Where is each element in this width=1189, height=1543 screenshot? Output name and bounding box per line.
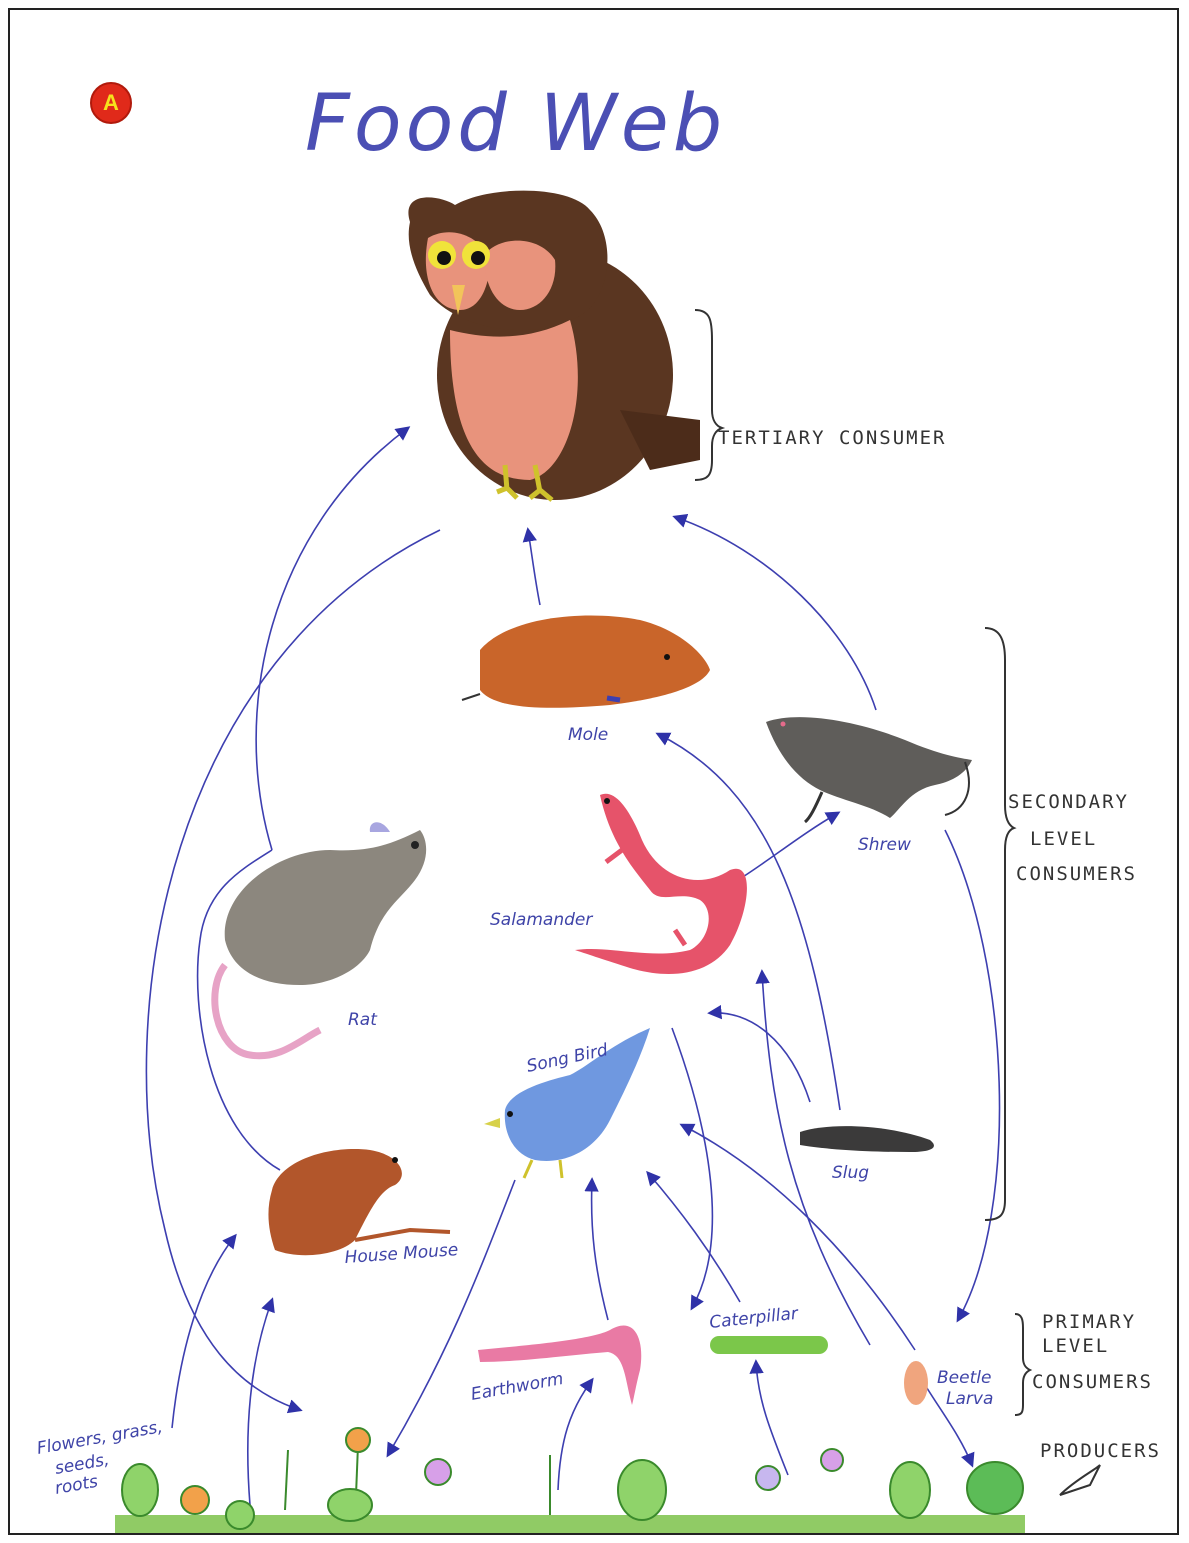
plant-illustrations	[122, 1428, 1100, 1529]
arrow-caterpillar-from-salamander	[672, 1028, 712, 1308]
shrew-illustration	[766, 717, 972, 822]
label-tertiary-consumer: TERTIARY CONSUMER	[718, 427, 946, 449]
arrow-mole-to-owl	[528, 530, 540, 605]
diagram-frame: A Food Web	[8, 8, 1179, 1535]
label-salamander: Salamander	[490, 910, 593, 930]
label-caterpillar: Caterpillar	[708, 1304, 799, 1333]
arrow-salamander-to-shrew	[738, 813, 838, 880]
arrow-slug-to-mole	[658, 734, 840, 1110]
label-mole: Mole	[568, 725, 608, 745]
arrow-plants-to-mouse-2	[248, 1300, 272, 1505]
arrow-beetle-to-salamander	[762, 972, 870, 1345]
label-rat: Rat	[348, 1010, 378, 1030]
arrow-songbird-to-ground	[388, 1180, 515, 1455]
label-primary-line3: CONSUMERS	[1032, 1371, 1153, 1393]
label-primary-line2: LEVEL	[1042, 1335, 1109, 1357]
bracket-primary	[1015, 1314, 1030, 1415]
label-house-mouse: House Mouse	[344, 1240, 459, 1268]
arrow-slug-to-salamander	[710, 1013, 810, 1102]
label-primary-line1: PRIMARY	[1042, 1311, 1136, 1333]
food-web-diagram: Food Web	[10, 10, 1179, 1535]
house-mouse-illustration	[268, 1149, 450, 1255]
arrow-caterpillar-to-bird	[648, 1173, 740, 1302]
owl-illustration	[408, 191, 700, 500]
label-beetle-larva-line1: Beetle	[937, 1368, 991, 1388]
label-beetle-larva-line2: Larva	[946, 1389, 993, 1409]
mole-illustration	[462, 615, 710, 707]
slug-illustration	[800, 1126, 934, 1152]
label-earthworm: Earthworm	[469, 1369, 565, 1405]
label-secondary-line3: CONSUMERS	[1016, 863, 1137, 885]
level-brackets	[695, 310, 1030, 1415]
arrow-rat-to-owl	[256, 428, 408, 850]
arrow-plants-to-earthworm	[558, 1380, 592, 1490]
label-secondary-line2: LEVEL	[1030, 828, 1097, 850]
caterpillar-illustration	[710, 1336, 828, 1354]
arrow-earthworm-to-bird	[592, 1180, 608, 1320]
arrow-shrew-to-owl	[675, 517, 876, 710]
rat-illustration	[215, 822, 426, 1056]
arrow-shrew-to-beetle	[945, 830, 1000, 1320]
label-slug: Slug	[832, 1163, 869, 1183]
salamander-illustration	[575, 794, 747, 974]
arrow-plants-to-caterpillar	[756, 1362, 788, 1475]
diagram-title: Food Web	[305, 79, 726, 169]
beetle-larva-illustration	[904, 1361, 928, 1405]
label-shrew: Shrew	[858, 835, 911, 855]
label-producers: PRODUCERS	[1040, 1440, 1161, 1462]
label-secondary-line1: SECONDARY	[1008, 791, 1129, 813]
